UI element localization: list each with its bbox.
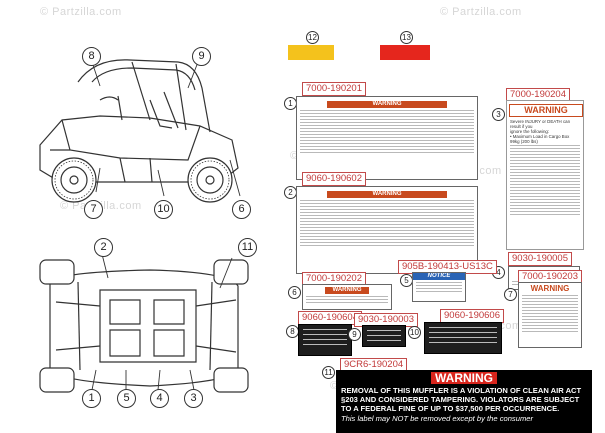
vehicle-top-view [39, 253, 249, 393]
part-number-1: 7000-190201 [302, 82, 366, 96]
part-number-10: 9060-190606 [440, 309, 504, 323]
label-callout-11: 11 [322, 366, 335, 379]
decal-1: WARNING [296, 96, 478, 180]
callout-1: 1 [82, 389, 101, 408]
part-number-2: 9060-190602 [302, 172, 366, 186]
decal-11-muffler: WARNING REMOVAL OF THIS MUFFLER IS A VIO… [336, 370, 592, 433]
muffler-line-4: This label may NOT be removed except by … [341, 413, 534, 423]
decal-8 [298, 324, 352, 356]
callout-5: 5 [117, 389, 136, 408]
callout-13: 13 [400, 31, 413, 44]
muffler-line-3: TO A FEDERAL FINE OF UP TO $37,500 PER O… [341, 404, 560, 414]
decal-3-line-2: ignore the following: [510, 129, 550, 134]
callout-12: 12 [306, 31, 319, 44]
yellow-swatch [288, 45, 334, 60]
decal-3-line-4: 99kg (200 lbs) [510, 139, 538, 144]
callout-2: 2 [94, 238, 113, 257]
decal-3-line-3: • Maximum Load in Cargo Box [510, 134, 570, 139]
part-number-8: 9060-190604 [298, 311, 362, 325]
label-callout-10: 10 [408, 326, 421, 339]
callout-7: 7 [84, 200, 103, 219]
decal-5-notice: NOTICE [413, 273, 465, 280]
callout-10: 10 [154, 200, 173, 219]
decal-11-warning: WARNING [431, 372, 497, 384]
label-callout-9: 9 [348, 328, 361, 341]
decal-6-warning: WARNING [325, 287, 369, 294]
watermark: © Partzilla.com [40, 6, 122, 18]
watermark: © Partzilla.com [440, 6, 522, 18]
decal-6: WARNING [302, 284, 392, 310]
decal-1-warning: WARNING [327, 101, 447, 108]
decal-3: WARNING Severe INJURY or DEATH can resul… [506, 100, 584, 250]
callout-9: 9 [192, 47, 211, 66]
decal-10 [424, 322, 502, 354]
callout-6: 6 [232, 200, 251, 219]
decal-7: WARNING [518, 282, 582, 348]
callout-8: 8 [82, 47, 101, 66]
label-callout-7: 7 [504, 288, 517, 301]
muffler-line-2: §203 AND CONSIDERED TAMPERING. VIOLATORS… [341, 395, 580, 405]
decal-2: WARNING [296, 186, 478, 274]
decal-2-warning: WARNING [327, 191, 447, 198]
callout-4: 4 [150, 389, 169, 408]
callout-3: 3 [184, 389, 203, 408]
decal-3-warning: WARNING [509, 104, 583, 117]
decal-3-line-1: Severe INJURY or DEATH can result if you [510, 119, 571, 129]
vehicle-side-view [39, 59, 241, 203]
decal-5: NOTICE [412, 272, 466, 302]
decal-7-warning: WARNING [530, 284, 570, 293]
red-swatch [380, 45, 430, 60]
part-number-4: 9030-190005 [508, 252, 572, 266]
decal-9 [362, 325, 406, 347]
label-callout-3: 3 [492, 108, 505, 121]
muffler-line-1: REMOVAL OF THIS MUFFLER IS A VIOLATION O… [341, 386, 582, 395]
label-callout-6: 6 [288, 286, 301, 299]
callout-11: 11 [238, 238, 257, 257]
